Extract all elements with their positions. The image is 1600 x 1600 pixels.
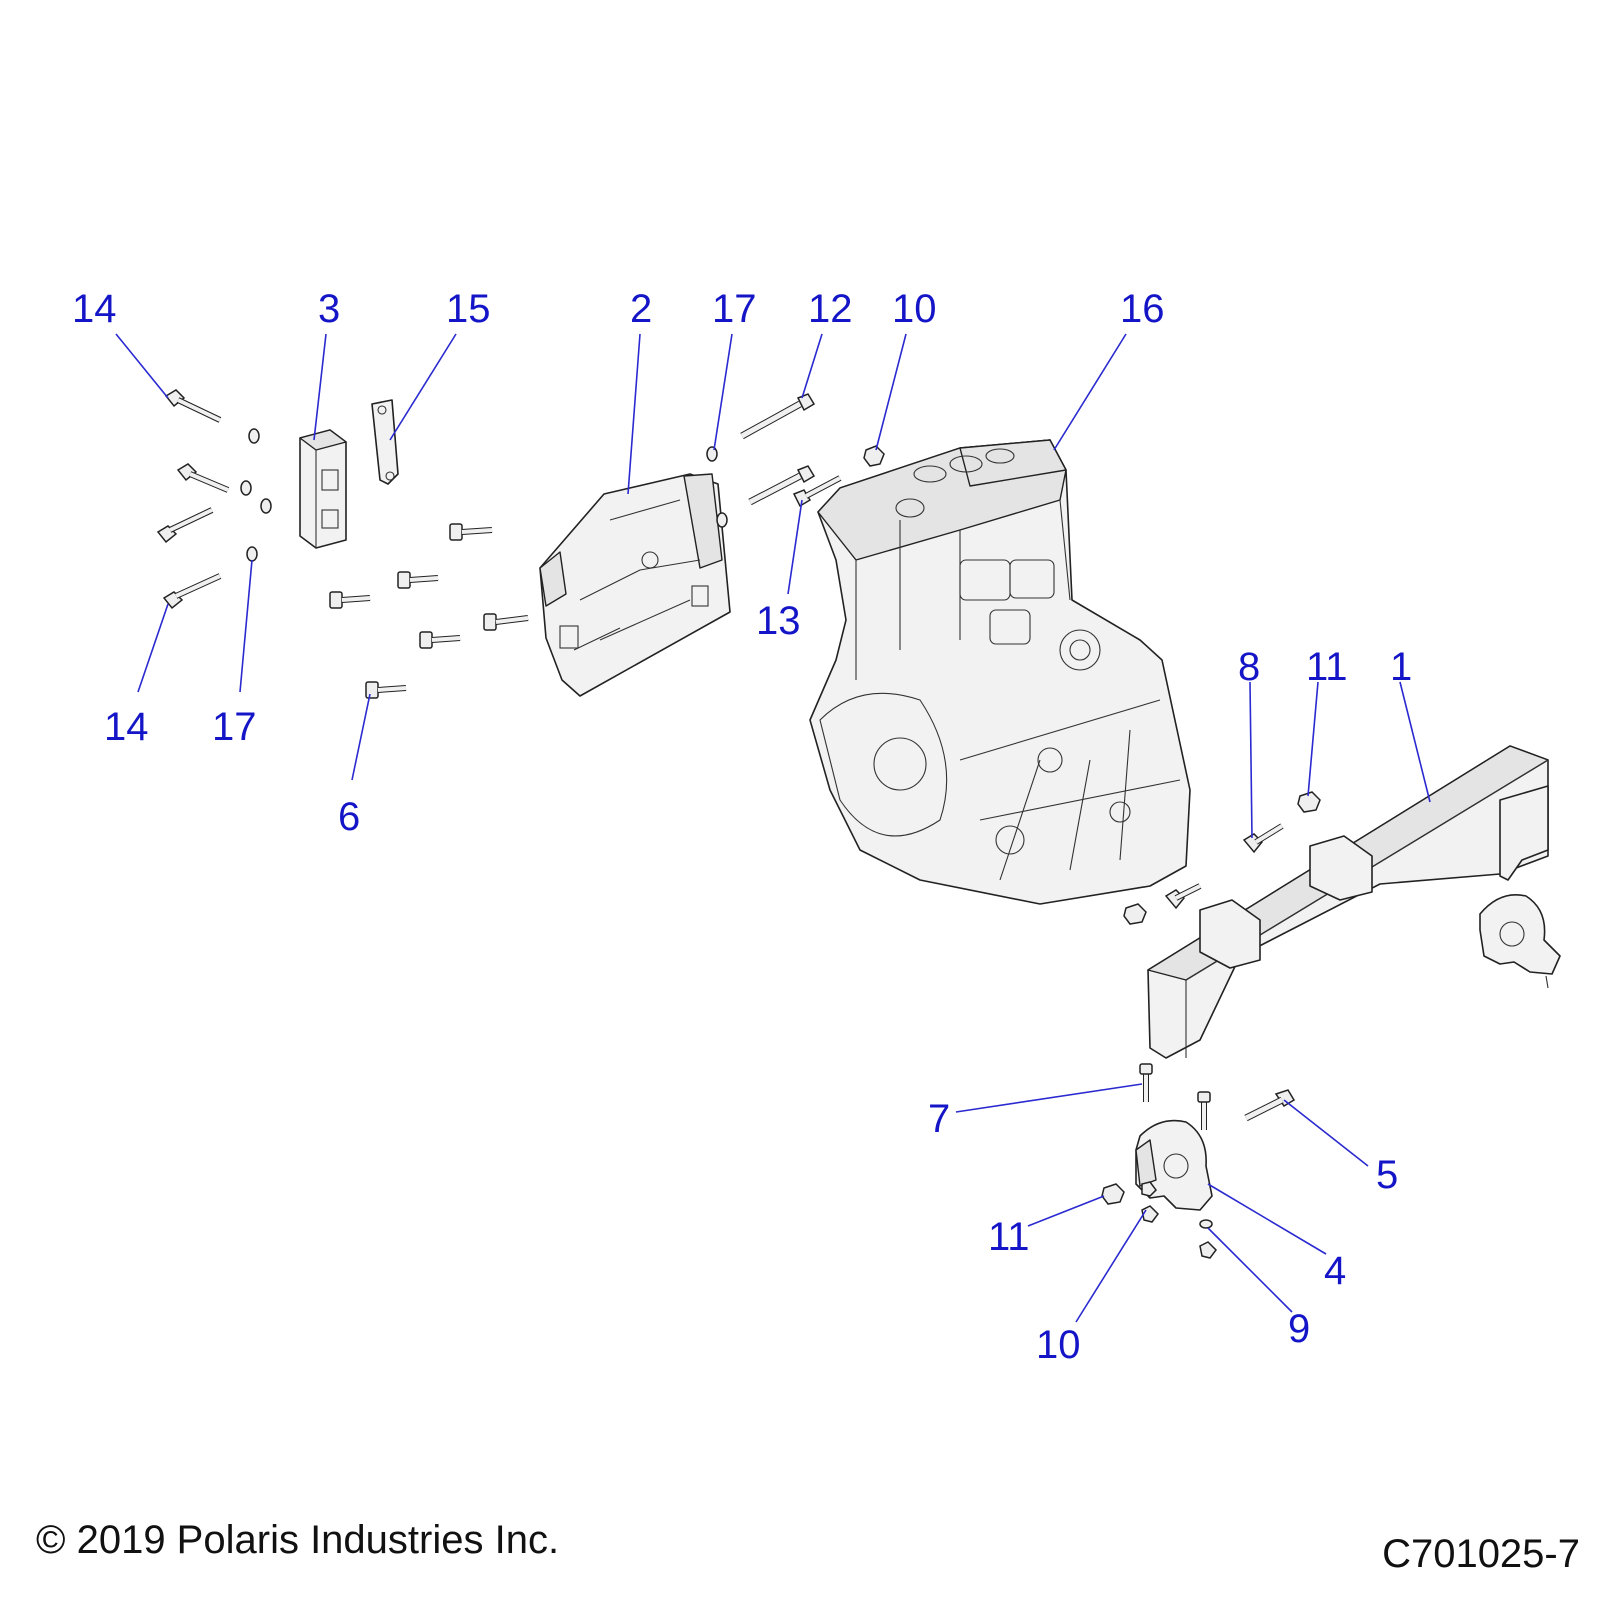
callout-11-bottom: 11	[988, 1215, 1030, 1259]
callout-8: 8	[1238, 645, 1260, 689]
nut-11-top	[1297, 791, 1321, 813]
link-plate-15	[371, 399, 399, 485]
bolt-14-lower	[162, 573, 222, 610]
engine-mount-bracket-2	[539, 473, 731, 697]
bolt-middle-a	[449, 523, 493, 541]
bolt-5	[1244, 1089, 1296, 1122]
callout-1: 1	[1390, 645, 1412, 689]
nut-lower-engine	[1123, 903, 1147, 925]
callout-12: 12	[808, 287, 853, 331]
callout-6: 6	[338, 795, 360, 839]
callout-2: 2	[630, 287, 652, 331]
nut-10-top	[863, 445, 885, 467]
bolt-12	[740, 393, 816, 440]
bolt-lower-engine	[1164, 883, 1202, 910]
callout-14-bottom: 14	[104, 705, 149, 749]
copyright-notice: © 2019 Polaris Industries Inc.	[36, 1518, 560, 1562]
bolt-long-2	[748, 465, 816, 506]
callout-10-top: 10	[892, 287, 937, 331]
leader-lines	[115, 333, 1431, 1323]
bolt-8	[1242, 823, 1284, 854]
callout-13: 13	[756, 599, 801, 643]
callout-14-top: 14	[72, 287, 117, 331]
engine-assembly-16	[809, 439, 1191, 905]
bolt-left-3	[156, 507, 214, 544]
callout-17-top: 17	[712, 287, 757, 331]
washer-17-group	[240, 428, 272, 562]
callout-7: 7	[928, 1097, 950, 1141]
nut-11-bottom	[1101, 1183, 1125, 1205]
bolt-14-upper	[164, 389, 222, 423]
callout-3: 3	[318, 287, 340, 331]
bolt-middle-e	[419, 631, 461, 649]
callout-9: 9	[1288, 1307, 1310, 1351]
bolt-13	[792, 475, 842, 508]
bolt-left-2	[176, 463, 230, 493]
bolt-middle-c	[329, 591, 371, 609]
diagram-code: C701025-7	[1382, 1532, 1580, 1576]
mount-isolator-right	[1479, 894, 1561, 989]
washer-9	[1199, 1219, 1217, 1259]
callout-15: 15	[446, 287, 491, 331]
stud-7	[1139, 1063, 1153, 1102]
callout-5: 5	[1376, 1153, 1398, 1197]
callout-4: 4	[1324, 1249, 1346, 1293]
callout-11-top: 11	[1306, 645, 1348, 689]
mount-isolator-4	[1135, 1119, 1213, 1211]
callout-17-bottom: 17	[212, 705, 257, 749]
callout-16: 16	[1120, 287, 1165, 331]
nut-10-bottom	[1141, 1181, 1159, 1223]
mount-block-3	[299, 429, 347, 549]
bolt-6	[365, 681, 407, 699]
bolt-middle-b	[397, 571, 439, 589]
bolt-middle-d	[483, 613, 529, 631]
washer-17-right	[706, 446, 728, 528]
stud-right	[1197, 1091, 1211, 1130]
crossmember-1	[1147, 745, 1549, 1059]
callout-10-bottom: 10	[1036, 1323, 1081, 1367]
